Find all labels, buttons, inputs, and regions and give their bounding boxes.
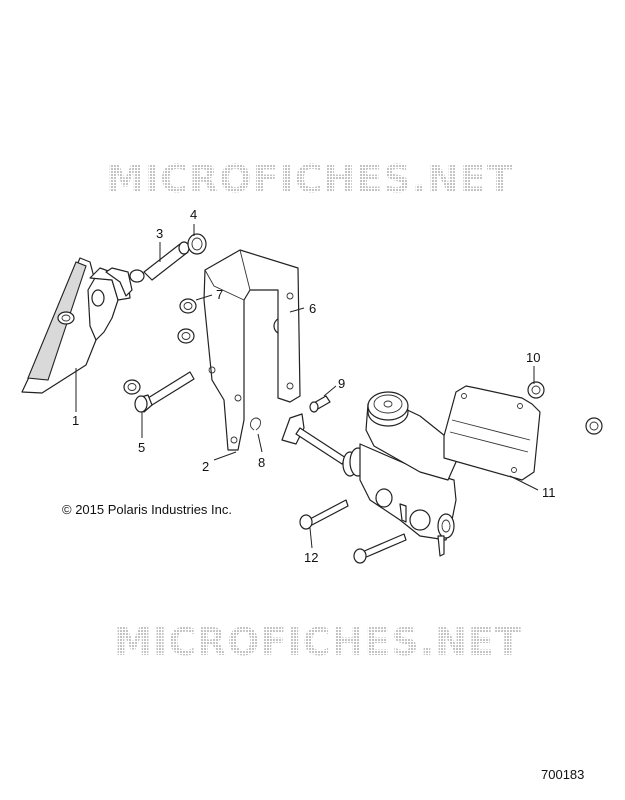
callout-3: 3 <box>156 226 164 241</box>
bolt-12b <box>353 533 407 564</box>
copyright-notice: © 2015 Polaris Industries Inc. <box>62 502 232 517</box>
callout-5: 5 <box>138 440 146 455</box>
brake-pedal <box>21 257 133 394</box>
grommet-10b <box>585 417 603 435</box>
nut-7b <box>177 328 195 344</box>
shield-plate <box>443 385 541 481</box>
pivot-bolt <box>134 371 195 413</box>
nut-7d <box>123 379 141 395</box>
callout-1: 1 <box>72 413 80 428</box>
nut-7a <box>179 298 197 314</box>
callout-2: 2 <box>202 459 210 474</box>
grommet-10a <box>527 381 545 399</box>
clevis-pin <box>309 395 331 413</box>
callout-7: 7 <box>216 287 224 302</box>
bushing <box>187 233 207 255</box>
watermark-top: MICROFICHES.NET <box>106 157 514 201</box>
pivot-sleeve <box>143 241 190 281</box>
diagram-number: 700183 <box>541 767 585 782</box>
callout-8: 8 <box>258 455 266 470</box>
pedal-bracket <box>203 249 301 451</box>
nut-7c <box>129 269 145 283</box>
clip <box>249 417 261 431</box>
leader-lines <box>75 224 539 549</box>
callout-9: 9 <box>338 376 346 391</box>
watermark-bottom: MICROFICHES.NET <box>114 620 522 664</box>
callout-6: 6 <box>309 301 317 316</box>
callout-4: 4 <box>190 207 198 222</box>
bolt-12a <box>299 499 349 530</box>
nut-left <box>57 311 75 325</box>
callout-11: 11 <box>542 485 556 500</box>
master-cylinder <box>281 391 457 557</box>
callout-12: 12 <box>304 550 319 565</box>
callout-10: 10 <box>526 350 541 365</box>
